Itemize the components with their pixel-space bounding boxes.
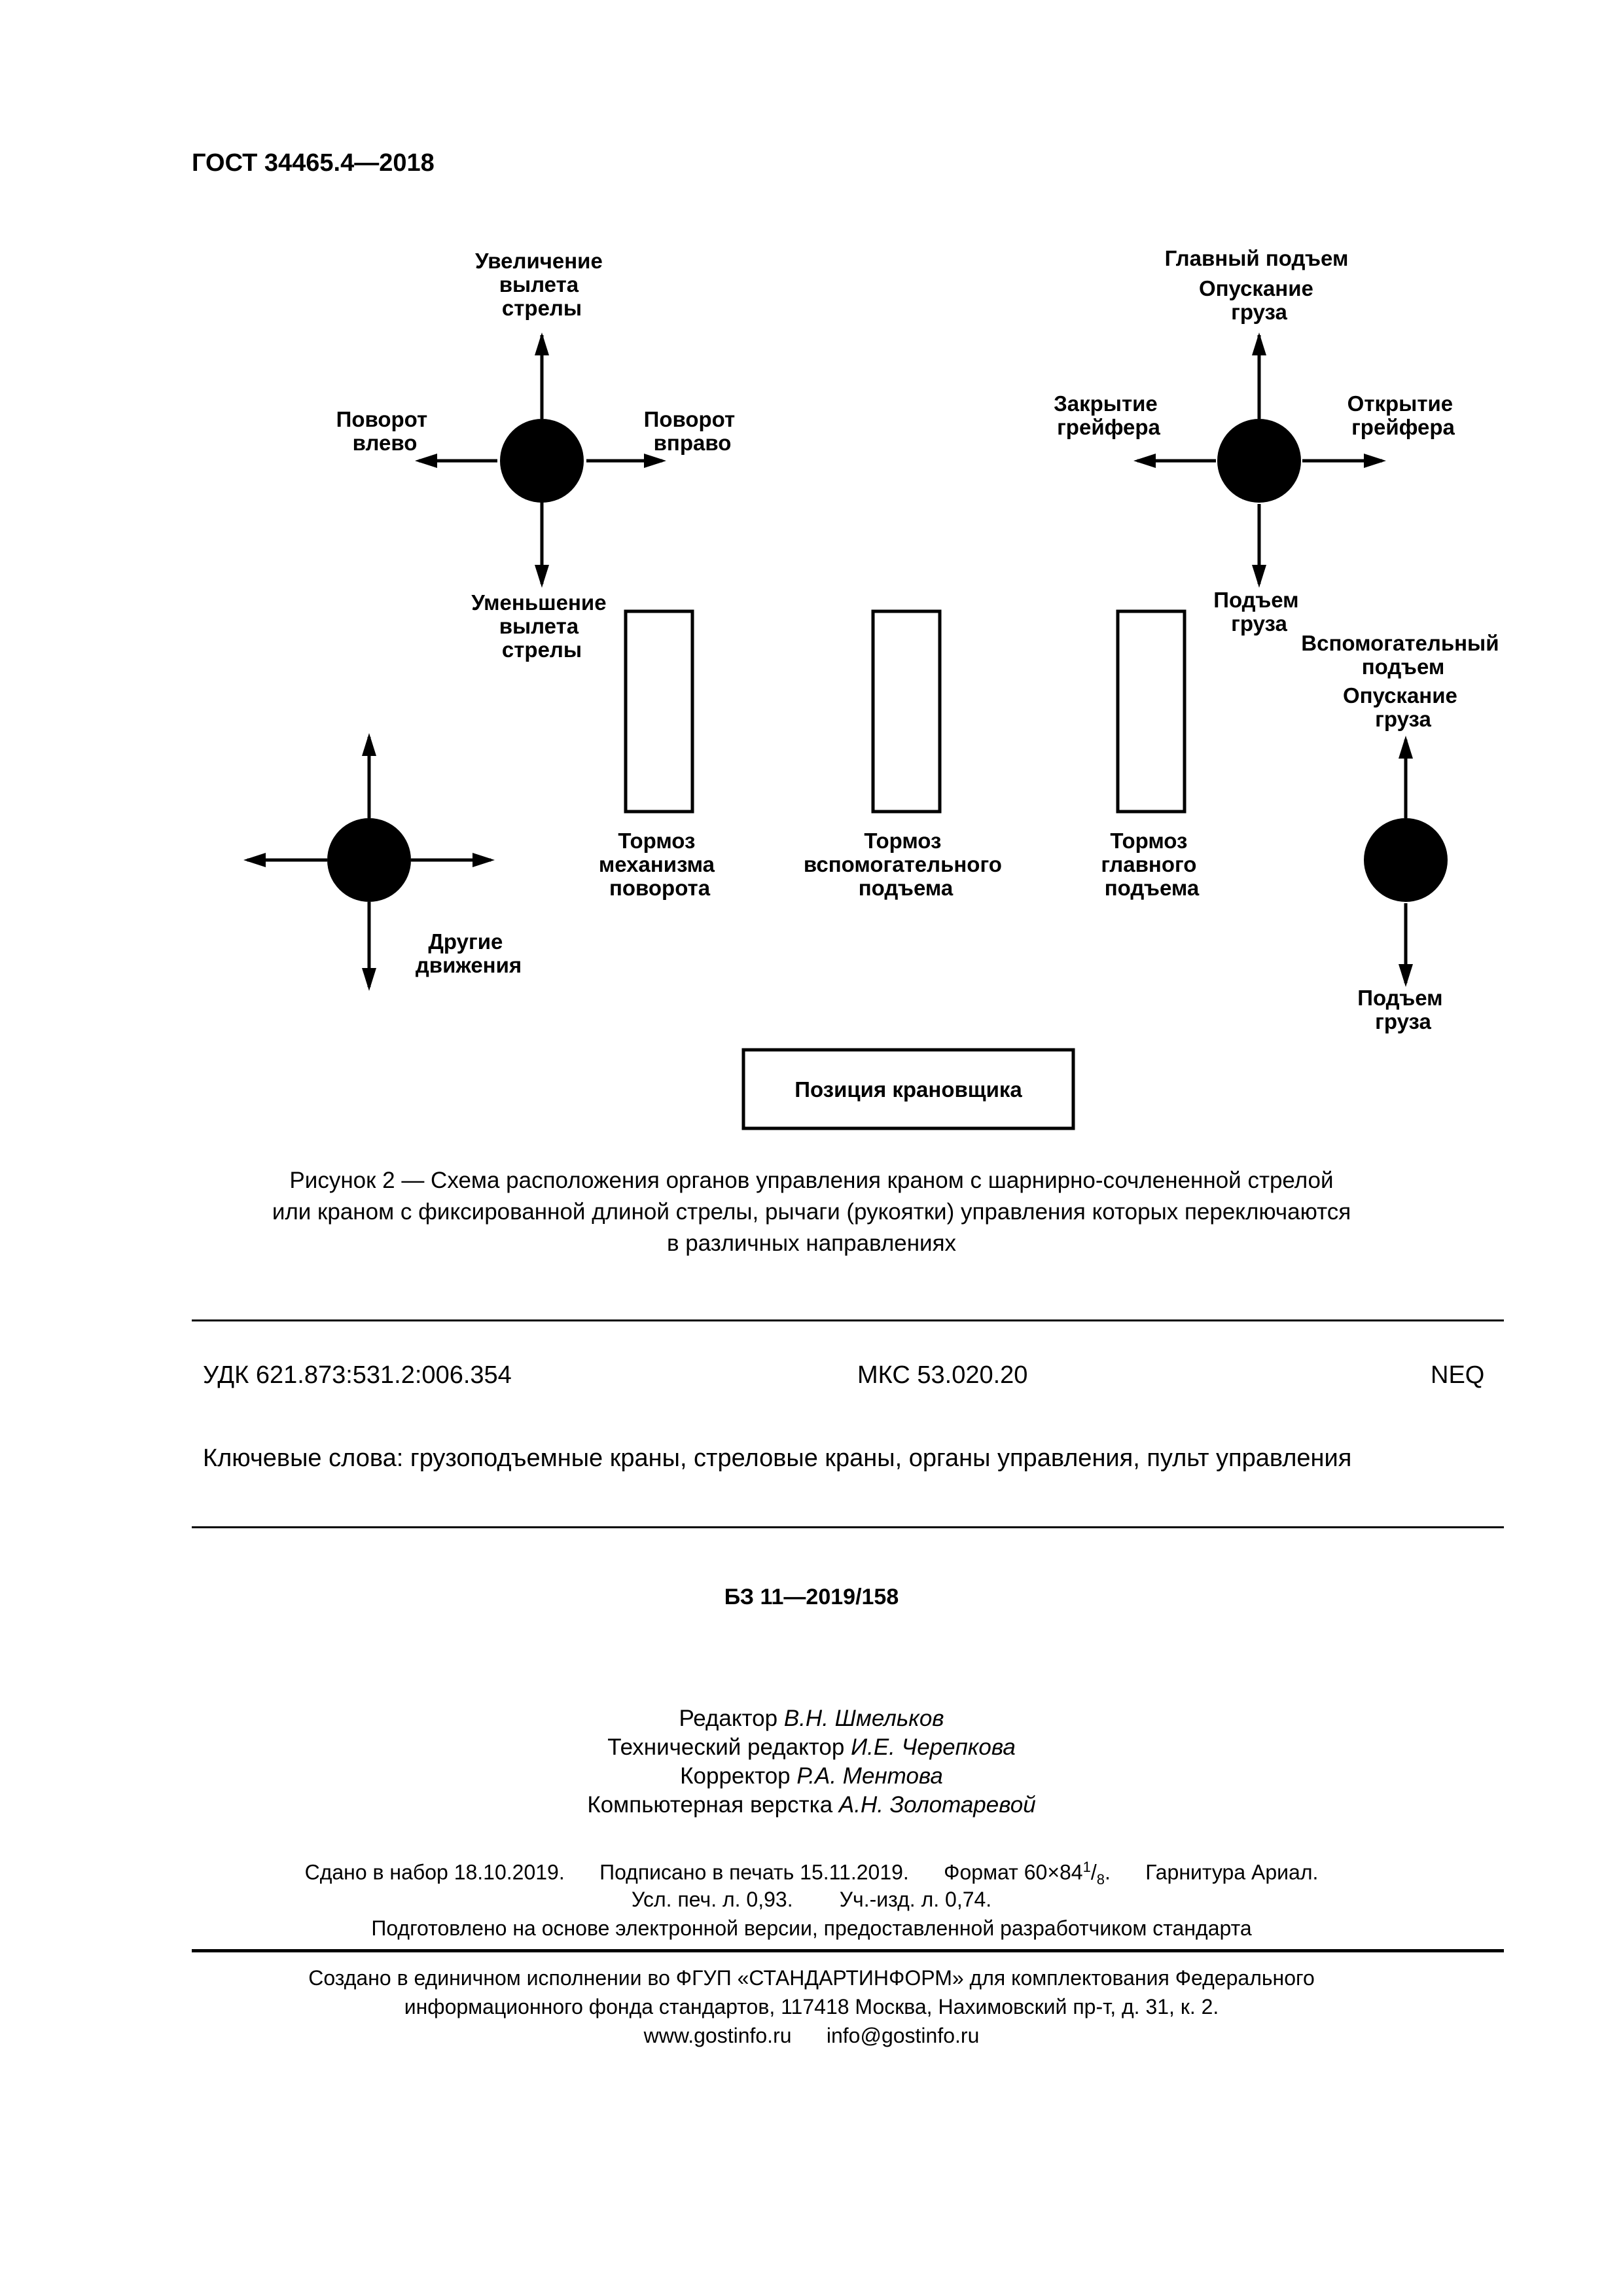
- right-up-label: Опускание груза: [1199, 276, 1319, 324]
- keywords: Ключевые слова: грузоподъемные краны, ст…: [203, 1444, 1352, 1472]
- operator-position-box: [741, 1048, 1075, 1130]
- print-info-line: Сдано в набор 18.10.2019. Подписано в пе…: [304, 1859, 1319, 1888]
- operator-position-label: Позиция крановщика: [794, 1077, 1022, 1102]
- other-joystick-knob: [327, 818, 411, 902]
- left-down-label: Уменьшение вылета стрелы: [471, 590, 612, 662]
- left-left-label: Поворот влево: [336, 407, 434, 455]
- credit-corrector: Корректор Р.А. Ментова: [680, 1763, 943, 1789]
- bz-number: БЗ 11—2019/158: [724, 1585, 899, 1609]
- aux-down-label: Подъем груза: [1357, 986, 1449, 1033]
- pedal-slew-brake: [624, 609, 694, 814]
- pedal-main-hoist-brake: [1116, 609, 1186, 814]
- footer-line: Создано в единичном исполнении во ФГУП «…: [308, 1966, 1315, 1990]
- neq-code: NEQ: [1431, 1361, 1485, 1389]
- right-right-label: Открытие грейфера: [1347, 391, 1459, 439]
- aux-up-label: Опускание груза: [1343, 683, 1463, 731]
- right-left-label: Закрытие грейфера: [1054, 391, 1164, 439]
- divider-middle: [192, 1526, 1504, 1528]
- control-layout-diagram: .ln { stroke:#000; stroke-width:5; fill:…: [243, 246, 1505, 1130]
- prepared-note: Подготовлено на основе электронной верси…: [371, 1916, 1252, 1940]
- aux-title-label: Вспомогательный подъем: [1301, 631, 1505, 679]
- udk-code: УДК 621.873:531.2:006.354: [203, 1361, 512, 1389]
- website-link[interactable]: www.gostinfo.ru: [643, 2024, 792, 2047]
- email-link[interactable]: info@gostinfo.ru: [826, 2024, 980, 2047]
- pedal-slew-label: Тормоз механизма поворота: [599, 829, 721, 900]
- left-joystick: [415, 332, 666, 588]
- right-joystick: [1133, 332, 1386, 588]
- credit-layout: Компьютерная верстка А.Н. Золотаревой: [587, 1792, 1036, 1818]
- credits: Редактор В.Н. Шмельков Технический редак…: [0, 1704, 1623, 1820]
- footer-line: информационного фонда стандартов, 117418…: [404, 1995, 1219, 2018]
- divider-bottom: [192, 1949, 1504, 1952]
- other-joystick: [243, 733, 495, 991]
- aux-joystick-knob: [1364, 818, 1448, 902]
- right-title-label: Главный подъем: [1165, 246, 1349, 270]
- print-sheets-line: Усл. печ. л. 0,93. Уч.-изд. л. 0,74.: [631, 1888, 992, 1911]
- caption-line: в различных направлениях: [666, 1230, 957, 1256]
- mks-code: МКС 53.020.20: [857, 1361, 1028, 1389]
- pedal-aux-label: Тормоз вспомогательного подъема: [804, 829, 1008, 900]
- aux-joystick: [1364, 736, 1448, 987]
- divider-top: [192, 1319, 1504, 1321]
- right-joystick-knob: [1217, 419, 1301, 503]
- footer-contacts: www.gostinfo.ru info@gostinfo.ru: [0, 2024, 1623, 2048]
- left-up-label: Увеличение вылета стрелы: [475, 249, 609, 320]
- pedal-main-label: Тормоз главного подъема: [1101, 829, 1202, 900]
- caption-line: Рисунок 2 — Схема расположения органов у…: [289, 1168, 1334, 1193]
- credit-tech-editor: Технический редактор И.Е. Черепкова: [607, 1734, 1016, 1760]
- right-down-label: Подъем груза: [1213, 588, 1305, 636]
- document-number: ГОСТ 34465.4—2018: [192, 149, 435, 177]
- caption-line: или краном с фиксированной длиной стрелы…: [272, 1199, 1351, 1225]
- credit-editor: Редактор В.Н. Шмельков: [679, 1706, 944, 1731]
- other-movements-label: Другие движения: [416, 929, 522, 977]
- left-right-label: Поворот вправо: [644, 407, 741, 455]
- left-joystick-knob: [500, 419, 584, 503]
- pedal-aux-hoist-brake: [871, 609, 942, 814]
- figure-caption: Рисунок 2 — Схема расположения органов у…: [157, 1165, 1466, 1259]
